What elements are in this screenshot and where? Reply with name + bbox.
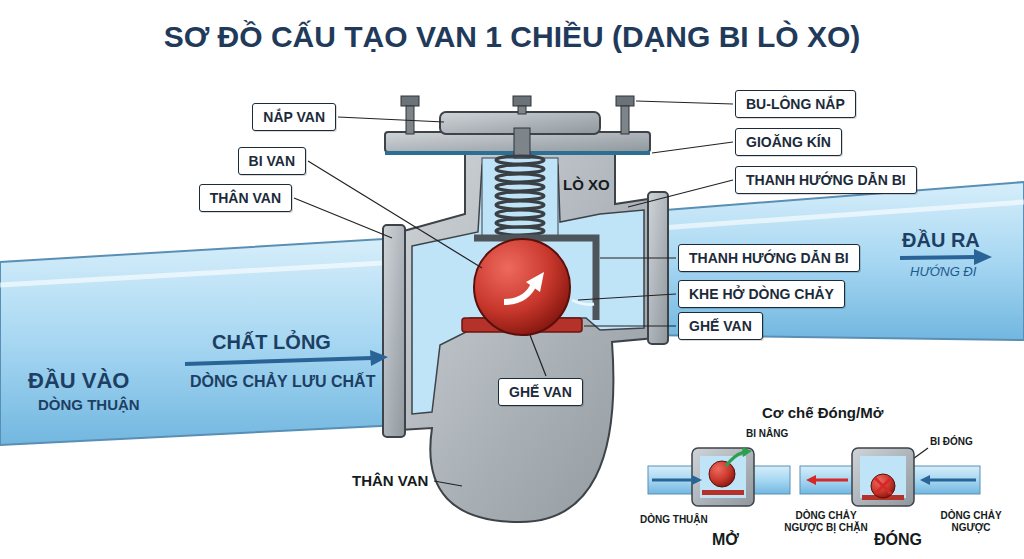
part-label: Cơ chế Đóng/Mở xyxy=(762,404,883,422)
callout-text: NẮP VAN xyxy=(263,108,325,126)
callout-text: GIOĂNG KÍN xyxy=(746,133,831,151)
part-label: THÂN VAN xyxy=(352,472,428,490)
part-label: DÒNG CHẢY LƯU CHẤT xyxy=(190,372,375,391)
callout-text: BI VAN xyxy=(249,152,295,170)
diagram-title: SƠ ĐỒ CẤU TẠO VAN 1 CHIỀU (DẠNG BI LÒ XO… xyxy=(0,20,1024,54)
part-label: CHẤT LỎNG xyxy=(212,330,331,354)
callout-box: THÂN VAN xyxy=(199,184,292,212)
part-label: BI NÂNG xyxy=(746,428,788,440)
callout-text: BU-LÔNG NẮP xyxy=(746,95,845,113)
part-label: DÒNG CHẢY NGƯỢC xyxy=(935,510,1007,534)
callout-box: KHE HỞ DÒNG CHẢY xyxy=(678,280,845,308)
callout-text: THÂN VAN xyxy=(210,189,281,207)
part-label: DÒNG THUẬN xyxy=(38,396,140,414)
part-label: LÒ XO xyxy=(563,176,610,194)
callout-box: NẮP VAN xyxy=(252,103,336,131)
callout-text: GHẾ VAN xyxy=(689,317,752,335)
callout-box: THANH HƯỚNG DẪN BI xyxy=(678,244,860,272)
part-label: BI ĐÓNG xyxy=(930,436,973,448)
callout-box: GIOĂNG KÍN xyxy=(735,128,842,156)
callout-text: GHẾ VAN xyxy=(509,383,572,401)
callout-box: BI VAN xyxy=(238,147,306,175)
part-label: ĐẦU VÀO xyxy=(28,368,129,394)
part-label: HƯỚNG ĐI xyxy=(910,264,976,280)
callout-box: BU-LÔNG NẮP xyxy=(735,90,856,118)
part-label: ĐẦU RA xyxy=(902,228,980,252)
part-label: MỞ xyxy=(712,530,739,549)
part-label: ĐÓNG xyxy=(874,530,922,549)
callout-text: THANH HƯỚNG DẪN BI xyxy=(689,249,849,267)
callout-box: GHẾ VAN xyxy=(678,312,763,340)
callout-text: THANH HƯỚNG DẪN BI xyxy=(746,171,906,189)
part-label: DÒNG THUẬN xyxy=(640,514,708,526)
callout-box: THANH HƯỚNG DẪN BI xyxy=(735,166,917,194)
callout-box: GHẾ VAN xyxy=(498,378,583,406)
callout-text: KHE HỞ DÒNG CHẢY xyxy=(689,285,834,303)
part-label: DÒNG CHẢY NGƯỢC BỊ CHẶN xyxy=(782,510,870,534)
